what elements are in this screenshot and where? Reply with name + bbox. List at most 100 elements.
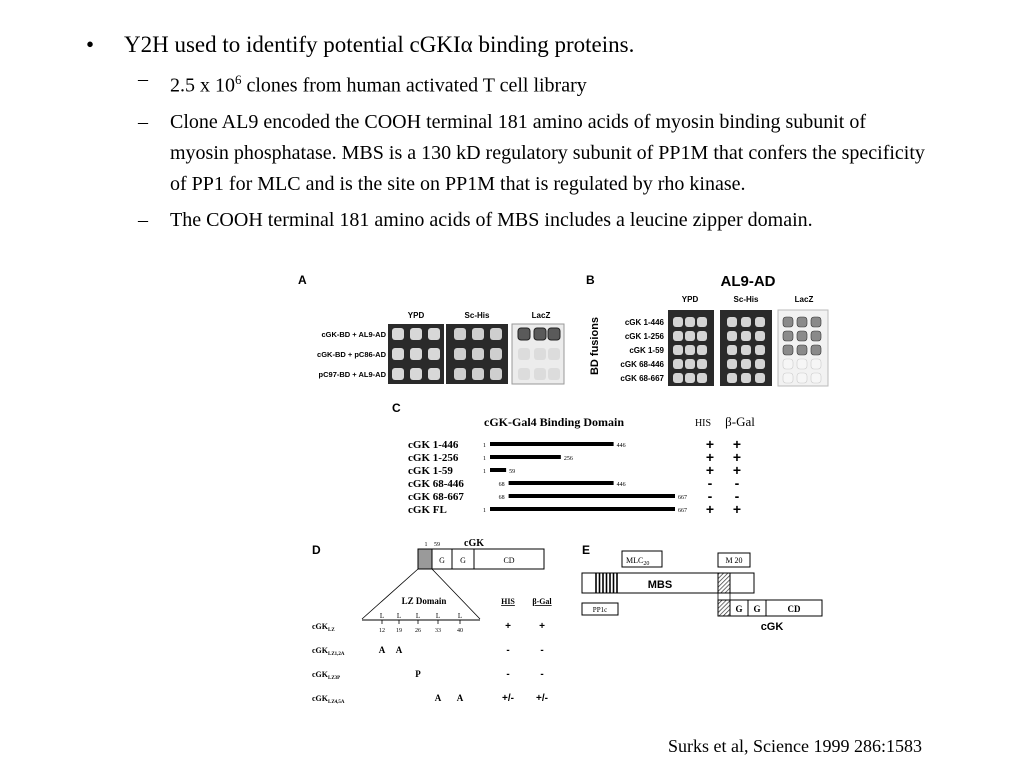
d-mutation: A xyxy=(396,645,403,655)
colony-a xyxy=(517,327,531,341)
c-end-num: 446 xyxy=(617,482,626,488)
c-bgal-result: + xyxy=(733,436,741,452)
panel-c-letter: C xyxy=(392,401,401,415)
d-his-result: - xyxy=(506,669,509,680)
colony-a xyxy=(428,348,440,360)
d-mutation: P xyxy=(415,669,421,679)
c-row-label: cGK 1-446 xyxy=(408,439,459,451)
panel-b-row-2: cGK 1-256 xyxy=(625,332,665,341)
c-end-num: 59 xyxy=(509,469,515,475)
colony-b xyxy=(673,345,683,355)
c-end-num: 446 xyxy=(617,443,626,449)
c-his-result: + xyxy=(706,449,714,465)
panel-a-row-3: pC97-BD + AL9-AD xyxy=(319,370,387,379)
svg-text:G: G xyxy=(735,604,742,614)
citation: Surks et al, Science 1999 286:1583 xyxy=(668,736,922,756)
colony-a xyxy=(392,368,404,380)
colony-b xyxy=(673,373,683,383)
c-row-label: cGK 1-59 xyxy=(408,465,453,477)
svg-text:CD: CD xyxy=(503,556,514,565)
d-bgal: β-Gal xyxy=(532,597,552,606)
panel-d: D 1 59 cGK G G CD LZ Domain HIS β-Gal L1… xyxy=(312,538,552,705)
colonies-a xyxy=(392,327,561,380)
colony-b xyxy=(727,359,737,369)
colony-b xyxy=(697,359,707,369)
d-position: 19 xyxy=(396,628,402,634)
colony-a xyxy=(518,348,530,360)
d-lz-title: LZ Domain xyxy=(402,596,447,606)
colony-b xyxy=(727,373,737,383)
c-construct-bar xyxy=(508,481,614,485)
panel-a-letter: A xyxy=(298,273,307,287)
d-leucine: L xyxy=(416,612,420,620)
d-leucine: L xyxy=(397,612,401,620)
colony-a xyxy=(392,328,404,340)
colony-a xyxy=(472,368,484,380)
colony-a xyxy=(518,368,530,380)
panel-c-bgal: β-Gal xyxy=(725,414,755,429)
panel-b-row-1: cGK 1-446 xyxy=(625,318,665,327)
d-leucine: L xyxy=(458,612,462,620)
d-his-result: +/- xyxy=(502,693,514,704)
sub-bullets: – 2.5 x 106 clones from human activated … xyxy=(138,64,926,236)
colony-a xyxy=(548,348,560,360)
colony-b xyxy=(755,331,765,341)
e-cgk: cGK xyxy=(761,621,784,633)
d-row-label: cGKLZ3P xyxy=(312,670,340,681)
c-end-num: 667 xyxy=(678,495,687,501)
d-bgal-result: +/- xyxy=(536,693,548,704)
colony-a xyxy=(472,328,484,340)
d-mutation: A xyxy=(435,693,442,703)
sub-bullet-1: – 2.5 x 106 clones from human activated … xyxy=(138,68,587,97)
d-position: 33 xyxy=(435,628,441,634)
sub-bullet-2: – Clone AL9 encoded the COOH terminal 18… xyxy=(138,110,925,195)
colony-b xyxy=(741,317,751,327)
d-cd-box xyxy=(473,548,545,570)
colony-a xyxy=(490,368,502,380)
c-construct-bar xyxy=(490,507,675,511)
panel-b-letter: B xyxy=(586,273,595,287)
panel-a-col-1: YPD xyxy=(408,311,425,320)
d-his-result: - xyxy=(506,645,509,656)
colony-b xyxy=(727,345,737,355)
colony-b xyxy=(782,344,794,356)
panel-c-his: HIS xyxy=(695,418,711,429)
y2h-figure: A YPD Sc-His LacZ cGK-BD + AL9-AD cGK-BD… xyxy=(290,268,830,708)
colony-b xyxy=(685,359,695,369)
svg-text:G: G xyxy=(439,556,445,565)
c-his-result: + xyxy=(706,462,714,478)
colony-b xyxy=(697,345,707,355)
colony-a xyxy=(490,348,502,360)
c-construct-bar xyxy=(490,455,561,459)
c-row-label: cGK 68-667 xyxy=(408,491,464,503)
panel-e: E MLC20 M 20 MBS PP1c G G CD cGK xyxy=(581,543,823,633)
d-leucine: L xyxy=(436,612,440,620)
colony-b xyxy=(741,373,751,383)
c-construct-bar xyxy=(508,494,675,498)
colony-b xyxy=(755,373,765,383)
colony-b xyxy=(782,372,794,384)
panel-b: B AL9-AD YPD Sc-His LacZ BD fusions cGK … xyxy=(586,273,829,387)
d-num-59: 59 xyxy=(434,542,440,548)
e-m20: M 20 xyxy=(725,556,742,565)
c-end-num: 256 xyxy=(564,456,573,462)
bullet-list: • Y2H used to identify potential cGKIα b… xyxy=(86,30,926,241)
panel-b-col-1: YPD xyxy=(682,295,699,304)
main-bullet-text: Y2H used to identify potential cGKIα bin… xyxy=(124,32,635,57)
svg-text:G: G xyxy=(460,556,466,565)
panel-a-col-2: Sc-His xyxy=(465,311,490,320)
panel-a: A YPD Sc-His LacZ cGK-BD + AL9-AD cGK-BD… xyxy=(298,273,565,385)
d-lz-box xyxy=(417,548,433,570)
panel-e-letter: E xyxy=(582,543,590,557)
e-pp1c-box xyxy=(581,602,619,616)
panel-b-col-2: Sc-His xyxy=(734,295,759,304)
panel-a-row-2: cGK-BD + pC86-AD xyxy=(317,350,387,359)
e-mbs: MBS xyxy=(648,579,672,591)
d-bgal-result: - xyxy=(540,669,543,680)
panel-b-side-label: BD fusions xyxy=(589,317,601,375)
svg-text:G: G xyxy=(753,604,760,614)
c-his-result: + xyxy=(706,436,714,452)
colony-a xyxy=(392,348,404,360)
c-row-label: cGK 68-446 xyxy=(408,478,464,490)
